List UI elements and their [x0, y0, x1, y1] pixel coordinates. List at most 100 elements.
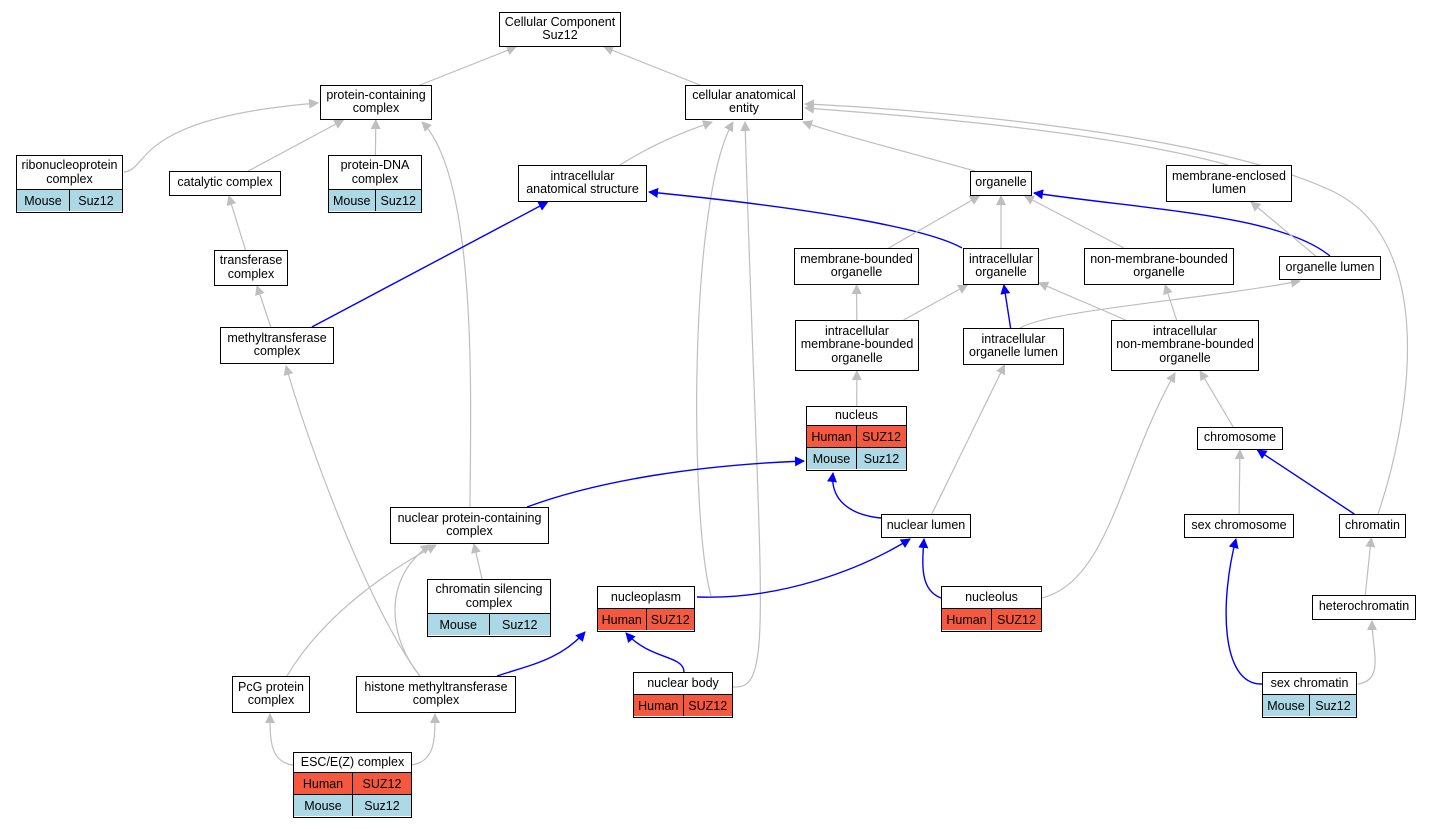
go-term-node[interactable]: intracellular non-membrane-bounded organ…: [1111, 320, 1259, 371]
node-label: membrane-bounded organelle: [800, 251, 913, 280]
node-label: chromatin: [1345, 517, 1400, 532]
go-term-node[interactable]: chromosome: [1197, 427, 1283, 450]
node-label: protein-DNA complex: [340, 158, 410, 186]
is-a-edge: [804, 103, 1229, 166]
go-term-node[interactable]: nuclear lumen: [881, 514, 971, 538]
gene-cell: SUZ12: [682, 695, 733, 717]
node-label: sex chromosome: [1191, 517, 1287, 532]
part-of-edge: [696, 538, 911, 598]
go-term-node[interactable]: intracellular organelle lumen: [963, 328, 1064, 365]
gene-cell: SUZ12: [352, 773, 411, 795]
go-term-node[interactable]: membrane-bounded organelle: [794, 248, 919, 285]
part-of-edge: [526, 456, 805, 508]
mouse-annotation-row: Mouse Suz12: [294, 794, 411, 817]
go-term-node[interactable]: Cellular Component Suz12: [499, 12, 621, 47]
is-a-edge: [1199, 370, 1234, 428]
go-term-node[interactable]: catalytic complex: [169, 171, 281, 196]
go-term-node[interactable]: transferase complex: [214, 250, 288, 286]
is-a-edge: [283, 365, 421, 677]
is-a-edge: [619, 120, 713, 166]
is-a-edge: [226, 195, 247, 251]
go-term-node[interactable]: methyltransferase complex: [220, 327, 334, 364]
is-a-edge: [903, 284, 969, 321]
node-label: heterochromatin: [1318, 599, 1410, 614]
node-label: intracellular organelle: [969, 251, 1033, 280]
node-label: cellular anatomical entity: [692, 87, 796, 116]
go-term-node[interactable]: organelle: [970, 171, 1032, 196]
go-term-node[interactable]: intracellular organelle: [963, 248, 1039, 285]
go-term-node[interactable]: intracellular membrane-bounded organelle: [795, 320, 919, 371]
go-term-node[interactable]: protein-containing complex: [320, 85, 432, 120]
part-of-edge: [1256, 449, 1355, 515]
is-a-edge: [471, 543, 483, 580]
species-cell: Human: [601, 612, 642, 627]
gene-cell: Suz12: [352, 795, 411, 817]
gene-cell: SUZ12: [991, 609, 1041, 631]
go-term-node[interactable]: non-membrane-bounded organelle: [1084, 248, 1234, 285]
species-cell: Mouse: [439, 617, 478, 632]
node-label: nucleoplasm: [610, 589, 682, 604]
gene-cell: SUZ12: [645, 609, 695, 631]
node-label: intracellular membrane-bounded organelle: [800, 323, 914, 365]
part-of-edge: [496, 631, 586, 677]
is-a-edge: [1019, 277, 1301, 329]
part-of-edge: [827, 472, 882, 519]
is-a-edge: [732, 121, 761, 688]
is-a-edge: [1041, 372, 1176, 599]
node-label: ESC/E(Z) complex: [300, 754, 405, 769]
mouse-annotation-row: Mouse Suz12: [1263, 694, 1356, 717]
go-term-node[interactable]: membrane-enclosed lumen: [1166, 165, 1292, 202]
node-label: methyltransferase complex: [227, 330, 327, 359]
species-cell: Mouse: [332, 193, 371, 208]
node-label: nucleolus: [965, 589, 1018, 604]
species-cell: Human: [638, 698, 679, 713]
is-a-edge: [1364, 537, 1376, 596]
go-term-node[interactable]: PcG protein complex: [232, 676, 310, 713]
is-a-edge: [248, 119, 345, 172]
go-term-node[interactable]: histone methyltransferase complex: [356, 676, 516, 713]
is-a-edge: [1163, 284, 1178, 321]
node-label: non-membrane-bounded organelle: [1090, 251, 1228, 280]
go-term-node[interactable]: sex chromosome: [1184, 514, 1294, 538]
node-label: organelle: [975, 175, 1027, 190]
part-of-edge: [625, 632, 685, 673]
go-term-node[interactable]: heterochromatin: [1312, 595, 1416, 620]
gene-cell: Suz12: [856, 448, 906, 470]
is-a-edge: [1234, 449, 1245, 515]
go-term-node[interactable]: cellular anatomical entity: [685, 85, 803, 120]
is-a-edge: [888, 195, 981, 249]
species-cell: Mouse: [1267, 698, 1305, 713]
is-a-edge: [1357, 620, 1378, 685]
part-of-edge: [311, 201, 549, 328]
is-a-edge: [286, 544, 437, 677]
gene-cell: Suz12: [1309, 695, 1356, 717]
is-a-edge: [931, 364, 1006, 515]
species-cell: Mouse: [304, 798, 342, 813]
node-label: nuclear protein-containing complex: [397, 510, 542, 539]
node-label: transferase complex: [219, 253, 283, 281]
is-a-edge: [1250, 201, 1317, 257]
is-a-edge: [123, 98, 319, 173]
go-term-node[interactable]: nuclear protein-containing complex: [390, 507, 549, 544]
go-term-node[interactable]: organelle lumen: [1279, 256, 1381, 280]
go-term-node[interactable]: chromatin: [1339, 514, 1406, 538]
node-label: protein-containing complex: [326, 87, 426, 116]
node-label: chromatin silencing complex: [435, 582, 543, 610]
go-term-node[interactable]: intracellular anatomical structure: [518, 165, 647, 202]
node-label: organelle lumen: [1285, 259, 1375, 274]
node-label: histone methyltransferase complex: [364, 679, 508, 708]
